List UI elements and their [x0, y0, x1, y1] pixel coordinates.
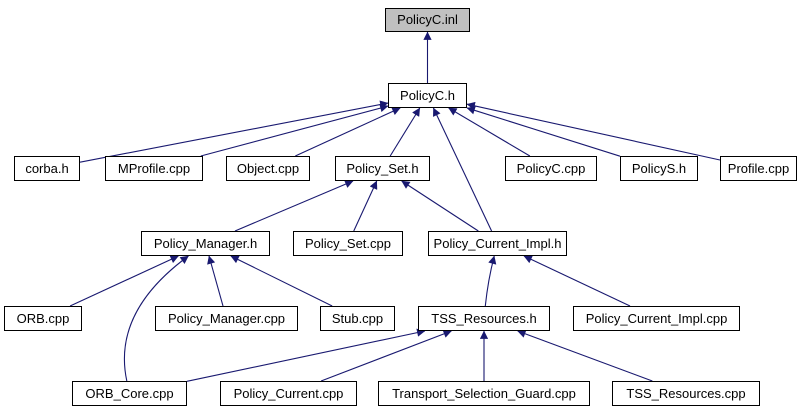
node-policy-current-impl-cpp[interactable]: Policy_Current_Impl.cpp — [573, 306, 740, 331]
node-corba-h[interactable]: corba.h — [14, 156, 80, 181]
node-policy-current-impl-h[interactable]: Policy_Current_Impl.h — [428, 231, 567, 256]
edge-object-cpp-to-policyc-h — [295, 107, 401, 157]
edge-group — [69, 31, 721, 382]
node-policyc-inl[interactable]: PolicyC.inl — [385, 8, 470, 32]
node-transport-selection-guard-cpp[interactable]: Transport_Selection_Guard.cpp — [378, 381, 590, 406]
node-policy-manager-h[interactable]: Policy_Manager.h — [141, 231, 270, 256]
node-policyc-h[interactable]: PolicyC.h — [388, 83, 467, 108]
node-orb-cpp[interactable]: ORB.cpp — [4, 306, 82, 331]
edge-orb-core-cpp-to-tss-resources-h — [186, 328, 426, 382]
node-policy-manager-cpp[interactable]: Policy_Manager.cpp — [155, 306, 298, 331]
node-orb-core-cpp[interactable]: ORB_Core.cpp — [72, 381, 187, 406]
edge-policy-set-cpp-to-policy-set-h — [353, 180, 378, 232]
node-mprofile-cpp[interactable]: MProfile.cpp — [105, 156, 203, 181]
edge-orb-core-cpp-to-policy-manager-h — [123, 255, 189, 382]
edge-policy-current-impl-cpp-to-policy-current-impl-h — [523, 255, 631, 307]
node-policyc-cpp[interactable]: PolicyC.cpp — [505, 156, 597, 181]
node-object-cpp[interactable]: Object.cpp — [226, 156, 310, 181]
node-policy-set-cpp[interactable]: Policy_Set.cpp — [293, 231, 403, 256]
node-stub-cpp[interactable]: Stub.cpp — [320, 306, 395, 331]
edge-policy-manager-cpp-to-policy-manager-h — [207, 255, 224, 307]
edge-policys-h-to-policyc-h — [466, 106, 621, 157]
edge-mprofile-cpp-to-policyc-h — [200, 104, 389, 157]
node-profile-cpp[interactable]: Profile.cpp — [720, 156, 797, 181]
edge-stub-cpp-to-policy-manager-h — [230, 255, 333, 307]
edge-orb-cpp-to-policy-manager-h — [69, 255, 179, 307]
edge-tss-resources-h-to-policy-current-impl-h — [484, 255, 497, 307]
edge-policy-current-impl-h-to-policy-set-h — [401, 180, 479, 232]
node-policy-current-cpp[interactable]: Policy_Current.cpp — [220, 381, 357, 406]
edge-corba-h-to-policyc-h — [79, 100, 389, 163]
edge-policy-manager-h-to-policy-set-h — [234, 180, 354, 232]
edge-policy-current-cpp-to-tss-resources-h — [320, 329, 452, 382]
node-tss-resources-h[interactable]: TSS_Resources.h — [418, 306, 550, 331]
edge-policyc-cpp-to-policyc-h — [448, 107, 531, 157]
node-policy-set-h[interactable]: Policy_Set.h — [335, 156, 430, 181]
edge-policy-set-h-to-policyc-h — [389, 107, 421, 157]
edge-tss-resources-cpp-to-tss-resources-h — [517, 329, 653, 382]
edge-policy-current-impl-h-to-policyc-h — [432, 107, 493, 232]
edge-profile-cpp-to-policyc-h — [466, 101, 721, 161]
node-policys-h[interactable]: PolicyS.h — [620, 156, 698, 181]
node-tss-resources-cpp[interactable]: TSS_Resources.cpp — [612, 381, 760, 406]
